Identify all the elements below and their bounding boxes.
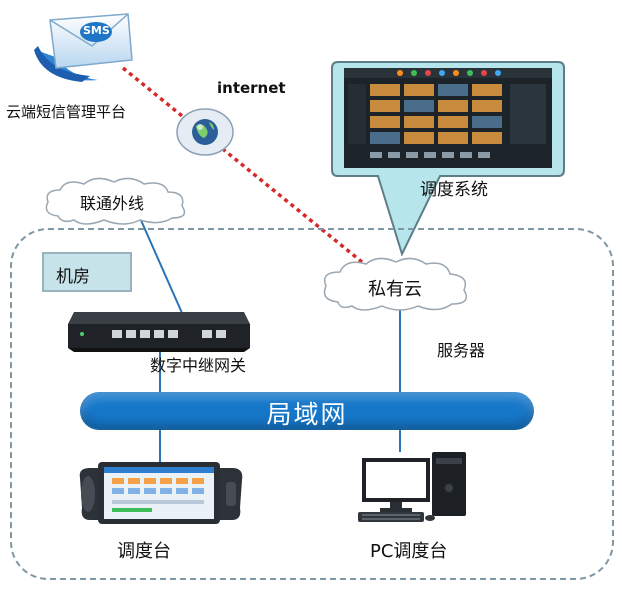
lan-label: 局域网 — [266, 400, 348, 429]
sms-platform-label: 云端短信管理平台 — [6, 103, 127, 121]
unicom-to-gateway-line — [139, 217, 183, 314]
cloud-icon — [45, 177, 186, 225]
sms-badge: SMS — [83, 24, 110, 37]
dispatch-system-label: 调度系统 — [420, 180, 488, 200]
pc-console-label: PC调度台 — [370, 541, 448, 562]
cloud-icon — [323, 257, 467, 311]
dispatch-console-label: 调度台 — [117, 541, 171, 562]
gateway-label: 数字中继网关 — [150, 356, 247, 375]
touch-console-icon — [79, 462, 243, 524]
unicom-line-label: 联通外线 — [80, 194, 145, 213]
private-cloud-label: 私有云 — [368, 279, 422, 300]
internet-label: internet — [217, 79, 286, 97]
desktop-pc-icon — [358, 452, 466, 522]
lan-bar: 局域网 — [80, 392, 534, 430]
machine-room-boundary — [10, 228, 614, 580]
globe-icon — [176, 108, 234, 156]
server-label: 服务器 — [437, 341, 486, 360]
machine-room-tag: 机房 — [42, 252, 132, 292]
monitor-screen-icon — [331, 61, 565, 256]
envelope-icon — [34, 13, 133, 82]
gateway-device-icon — [68, 312, 250, 352]
